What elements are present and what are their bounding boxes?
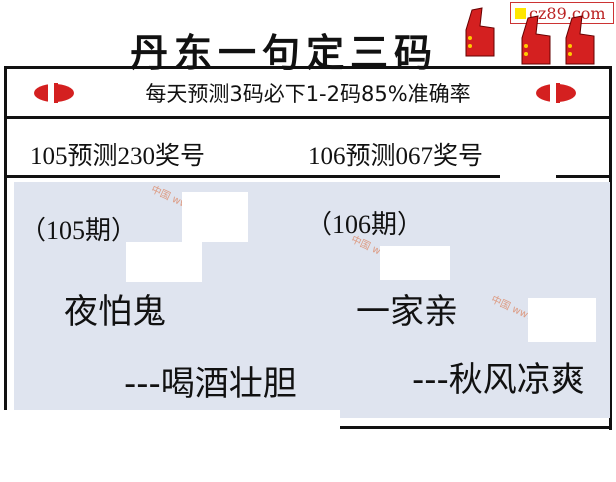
prediction-row	[7, 122, 609, 178]
prediction-105: 105预测230奖号	[30, 143, 206, 170]
tagline: 每天预测3码必下1-2码85%准确率	[145, 81, 471, 106]
mask-patch	[126, 242, 202, 282]
content-frame	[4, 66, 612, 430]
hint-106: ---秋风凉爽	[412, 360, 585, 400]
thumbs-up-icon	[565, 15, 595, 65]
frame-bottom-border	[340, 426, 612, 429]
mask-patch	[528, 298, 596, 342]
tagline-row: 每天预测3码必下1-2码85%准确率	[7, 69, 609, 119]
riddle-panel	[14, 182, 610, 418]
thumbs-up-icon	[521, 15, 551, 65]
blank-area	[340, 430, 616, 482]
period-106: （106期）	[306, 210, 424, 239]
site-badge-text: cz89.com	[529, 3, 606, 23]
period-105: （105期）	[20, 216, 138, 245]
riddle-106: 一家亲	[356, 292, 458, 332]
lottery-logo-icon	[34, 81, 74, 105]
mask-patch	[500, 140, 556, 178]
mask-patch	[182, 192, 248, 242]
mask-patch	[380, 246, 450, 280]
yellow-square-icon	[515, 7, 526, 19]
prediction-106: 106预测067奖号	[308, 143, 484, 170]
lottery-logo-icon	[536, 81, 576, 105]
hint-105: ---喝酒壮胆	[124, 364, 297, 404]
mask-patch	[0, 410, 340, 482]
riddle-105: 夜怕鬼	[64, 292, 166, 332]
thumbs-up-icon	[465, 7, 495, 57]
